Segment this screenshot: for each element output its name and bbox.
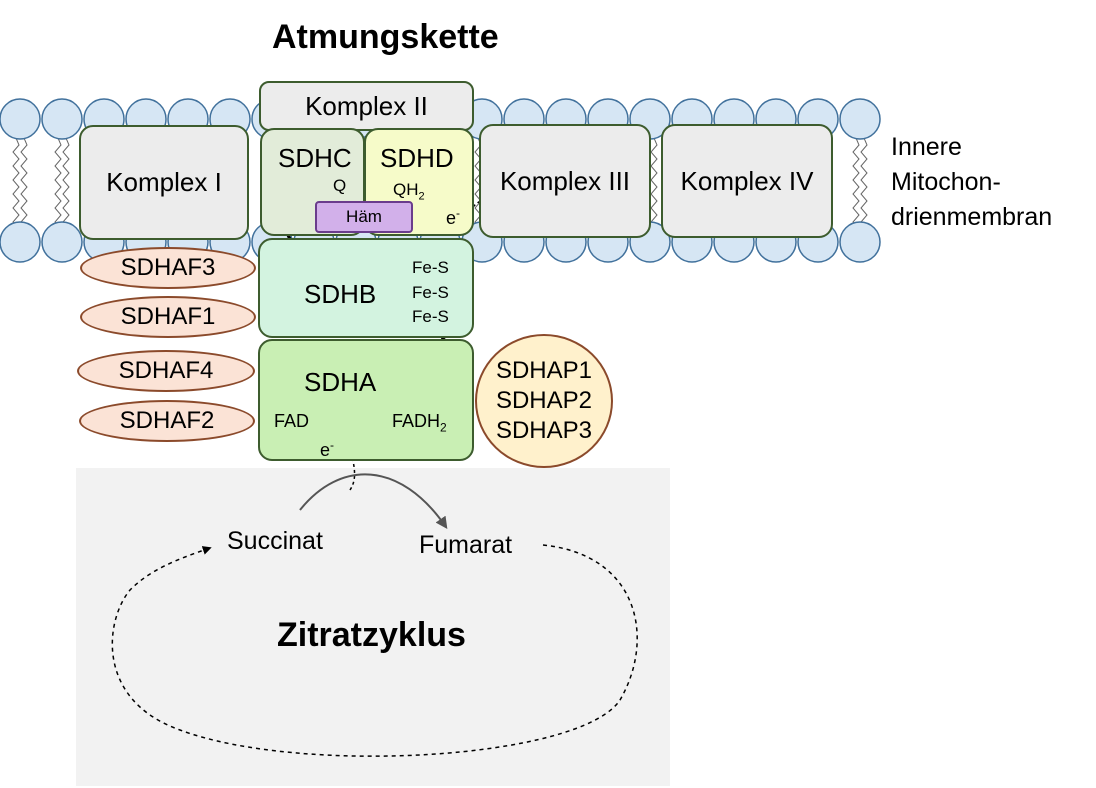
lipid-head <box>41 221 83 263</box>
lipid-head <box>0 221 41 263</box>
sdhaf4-label: SDHAF4 <box>118 357 214 384</box>
lipid-tail <box>54 137 62 230</box>
lipid-tail <box>62 137 70 230</box>
complex-3-label: Komplex III <box>499 165 631 196</box>
lipid-head <box>41 98 83 140</box>
sdhap2-label: SDHAP2 <box>495 387 593 414</box>
sdhaf2-label: SDHAF2 <box>119 407 215 434</box>
sdha-label: SDHA <box>304 367 377 397</box>
sdhc-label: SDHC <box>278 143 352 173</box>
lipid-head <box>839 98 881 140</box>
ubiquinol-text: QH <box>393 180 419 199</box>
complex-4-label: Komplex IV <box>680 165 814 196</box>
fadh2-label: FADH2 <box>392 412 447 434</box>
sdhb-label: SDHB <box>304 279 377 309</box>
sdha-pseudogenes: SDHAP1 SDHAP2 SDHAP3 <box>475 334 613 468</box>
lipid-tail <box>860 137 868 230</box>
electron-label-complex2: e- <box>446 207 460 227</box>
sdhap3-label: SDHAP3 <box>495 417 593 444</box>
assembly-factor-sdhaf3: SDHAF3 <box>80 247 256 289</box>
iron-sulfur-cluster-1: Fe-S <box>412 258 449 277</box>
ubiquinone-label: Q <box>333 176 347 195</box>
electron-label-succinate: e- <box>320 439 334 459</box>
succinate-label: Succinat <box>227 527 323 555</box>
membrane-label-line-1: Innere <box>891 133 962 161</box>
sdhaf1-label: SDHAF1 <box>120 303 216 330</box>
iron-sulfur-cluster-3: Fe-S <box>412 307 449 326</box>
lipid-head <box>839 221 881 263</box>
citric-acid-cycle-area <box>76 468 670 786</box>
complex-4: Komplex IV <box>661 124 833 238</box>
lipid-head <box>0 98 41 140</box>
electron-text: e <box>446 208 457 228</box>
sdhaf3-label: SDHAF3 <box>120 254 216 281</box>
assembly-factor-sdhaf4: SDHAF4 <box>77 350 255 392</box>
haem-group: Häm <box>315 201 413 233</box>
sdhap1-label: SDHAP1 <box>495 357 593 384</box>
citric-acid-cycle-loop <box>111 544 638 757</box>
electron-text-2: e <box>320 440 331 460</box>
lipid-tail <box>20 137 28 230</box>
complex-2: Komplex II <box>259 81 474 131</box>
assembly-factor-sdhaf2: SDHAF2 <box>79 400 255 442</box>
electron-superscript-2: - <box>330 438 335 452</box>
iron-sulfur-cluster-2: Fe-S <box>412 283 449 302</box>
lipid-tail <box>852 137 860 230</box>
haem-label: Häm <box>346 207 382 226</box>
citric-acid-cycle-title: Zitratzyklus <box>277 616 466 654</box>
membrane-label-line-2: Mitochon- <box>891 168 1001 196</box>
succinate-to-fumarate-arrow <box>299 473 448 529</box>
complex-2-label: Komplex II <box>305 90 428 121</box>
ubiquinol-label: QH2 <box>393 181 425 202</box>
membrane-label-line-3: drienmembran <box>891 203 1053 231</box>
subunit-sdhc: SDHC <box>260 128 365 236</box>
fadh2-subscript: 2 <box>440 420 447 435</box>
diagram-title: Atmungskette <box>272 18 499 56</box>
complex-1: Komplex I <box>79 125 249 240</box>
lipid-tail <box>650 137 658 230</box>
electron-superscript: - <box>456 206 461 220</box>
lipid-tail <box>12 137 20 230</box>
assembly-factor-sdhaf1: SDHAF1 <box>80 296 256 338</box>
complex-1-label: Komplex I <box>106 167 222 197</box>
fumarate-label: Fumarat <box>419 531 513 559</box>
sdhd-label: SDHD <box>380 143 454 173</box>
subunit-sdha: SDHA FAD FADH2 <box>258 339 474 461</box>
ubiquinol-subscript: 2 <box>418 190 425 203</box>
subunit-sdhb: SDHB Fe-S Fe-S Fe-S <box>258 238 474 338</box>
fadh2-text: FADH <box>392 411 441 431</box>
complex-3: Komplex III <box>479 124 651 238</box>
fad-label: FAD <box>274 411 310 431</box>
